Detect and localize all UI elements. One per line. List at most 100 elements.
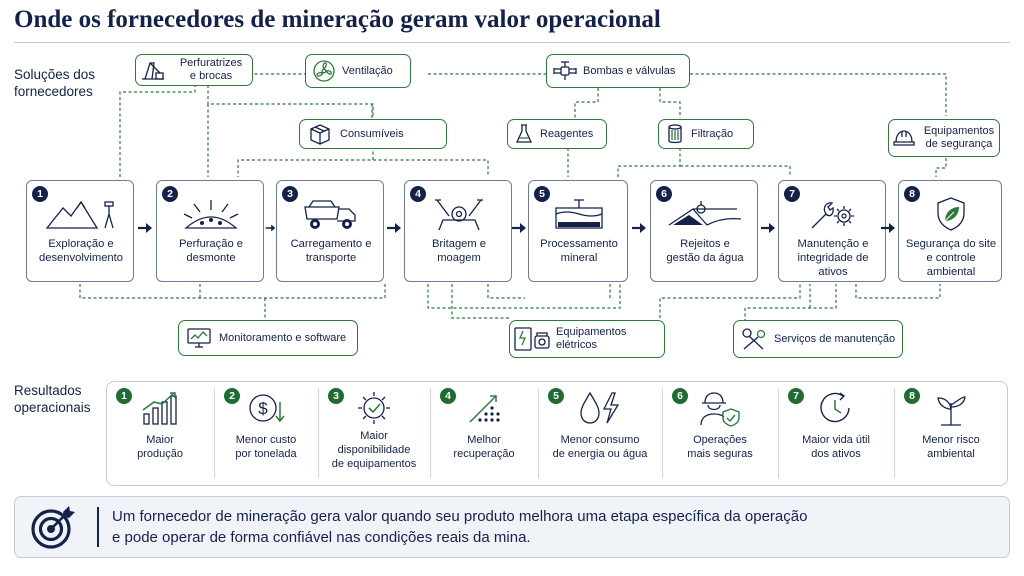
solution-label: Consumíveis <box>340 127 404 140</box>
stage-label-line: gestão da água <box>666 252 744 264</box>
message-divider <box>97 507 99 547</box>
stage-manutencao-e-integridade-de-ativos[interactable]: 7 Manutenção e integridade de ativos <box>778 180 886 282</box>
stage-label: Segurança do site e controle ambiental <box>899 237 1003 279</box>
outcomes-section-label: Resultados operacionais <box>14 382 91 416</box>
solution-consumiveis[interactable]: Consumíveis <box>299 119 447 149</box>
outcome-menor-custo-por-tonelada: 2 $ Menor custo por tonelada <box>214 381 318 486</box>
haul-truck-icon <box>277 195 385 233</box>
stage-number: 2 <box>162 186 178 202</box>
flow-arrow-icon <box>632 223 646 233</box>
outcome-maior-disponibilidade: 3 Maior disponibilidade de equipamentos <box>318 381 430 486</box>
stage-processamento-mineral[interactable]: 5 Processamento mineral <box>528 180 628 282</box>
flow-arrow-icon <box>387 223 401 233</box>
stage-britagem-e-moagem[interactable]: 4 Britagem e moagem <box>404 180 512 282</box>
stage-carregamento-e-transporte[interactable]: 3 Carregamento e transporte <box>276 180 384 282</box>
outcome-label: Operações mais seguras <box>662 433 778 461</box>
processing-tank-icon <box>529 195 629 233</box>
stage-label: Rejeitos e gestão da água <box>651 237 759 265</box>
solution-label: Bombas e válvulas <box>583 64 676 77</box>
outcome-divider <box>778 389 779 478</box>
outcome-divider <box>430 389 431 478</box>
outcome-label-line: Menor custo <box>235 434 297 446</box>
gear-check-icon <box>318 388 430 428</box>
outcome-label-line: por tonelada <box>235 448 297 460</box>
outcome-operacoes-mais-seguras: 6 Operações mais seguras <box>662 381 778 486</box>
outcome-label-line: de energia ou água <box>552 448 648 460</box>
shield-leaf-icon <box>899 195 1003 233</box>
solution-monitoramento-e-software[interactable]: Monitoramento e software <box>178 320 358 356</box>
solution-reagentes[interactable]: Reagentes <box>507 119 607 149</box>
outcome-divider <box>214 389 215 478</box>
outcome-number: 8 <box>904 388 920 404</box>
flow-arrow-icon <box>512 223 526 233</box>
outcome-label-line: Operações <box>693 434 747 446</box>
outcome-label-line: dos ativos <box>811 448 861 460</box>
outcome-number: 4 <box>440 388 456 404</box>
solution-label: Perfuratrizes e brocas <box>170 57 252 83</box>
stage-label-line: Manutenção e <box>797 238 869 250</box>
solution-equipamentos-de-seguranca[interactable]: Equipamentos de segurança <box>888 119 1000 157</box>
stage-number: 4 <box>410 186 426 202</box>
page-title: Onde os fornecedores de mineração geram … <box>14 6 661 33</box>
dotted-growth-icon <box>430 388 538 428</box>
solution-servicos-de-manutencao[interactable]: Serviços de manutenção <box>733 320 903 358</box>
solution-label-line: de segurança <box>925 138 993 150</box>
solution-ventilacao[interactable]: Ventilação <box>305 54 411 88</box>
outcome-label: Menor consumo de energia ou água <box>538 433 662 461</box>
solution-label: Equipamentos elétricos <box>556 326 627 351</box>
monitor-chart-icon <box>179 327 219 349</box>
flask-icon <box>508 123 540 145</box>
clock-icon <box>778 388 894 428</box>
svg-text:$: $ <box>258 399 268 418</box>
outcome-label: Melhor recuperação <box>430 433 538 461</box>
solution-perfuratrizes-e-brocas[interactable]: Perfuratrizes e brocas <box>135 54 253 86</box>
outcome-divider <box>662 389 663 478</box>
stage-label-line: mineral <box>560 252 598 264</box>
stage-label-line: e controle <box>926 252 976 264</box>
solution-filtracao[interactable]: Filtração <box>658 119 754 149</box>
outcome-maior-vida-util-dos-ativos: 7 Maior vida útil dos ativos <box>778 381 894 486</box>
blast-icon <box>157 195 265 233</box>
outcome-number: 2 <box>224 388 240 404</box>
stage-label-line: desmonte <box>186 252 236 264</box>
outcome-divider <box>894 389 895 478</box>
outcome-number: 3 <box>328 388 344 404</box>
solution-label: Reagentes <box>540 127 594 140</box>
dollar-down-icon: $ <box>214 388 318 428</box>
stage-number: 6 <box>656 186 672 202</box>
solutions-section-label: Soluções dos fornecedores <box>14 66 95 100</box>
stage-label-line: Segurança do site <box>905 238 997 250</box>
tailings-dam-icon <box>651 195 759 233</box>
stage-number: 8 <box>904 186 920 202</box>
solution-label: Monitoramento e software <box>219 331 347 344</box>
solution-equipamentos-eletricos[interactable]: Equipamentos elétricos <box>509 320 665 358</box>
solution-bombas-e-valvulas[interactable]: Bombas e válvulas <box>546 54 690 88</box>
worker-shield-icon <box>662 388 778 428</box>
outcome-label-line: Menor consumo <box>560 434 640 446</box>
box-icon <box>300 123 340 145</box>
stage-label: Britagem e moagem <box>405 237 513 265</box>
outcome-label: Maior produção <box>106 433 214 461</box>
stage-perfuracao-e-desmonte[interactable]: 2 Perfuração e desmonte <box>156 180 264 282</box>
solution-label-line: Equipamentos <box>923 125 995 137</box>
stage-label-line: Carregamento e <box>290 238 372 250</box>
crusher-icon <box>405 195 513 233</box>
outcome-maior-producao: 1 Maior produção <box>106 381 214 486</box>
stage-label-line: Rejeitos e <box>680 238 730 250</box>
stage-rejeitos-e-gestao-da-agua[interactable]: 6 Rejeitos e gestão da água <box>650 180 758 282</box>
stage-seguranca-do-site-e-controle-ambiental[interactable]: 8 Segurança do site e controle ambiental <box>898 180 1002 282</box>
stage-label: Processamento mineral <box>529 237 629 265</box>
bar-growth-icon <box>106 388 214 428</box>
solution-label: Filtração <box>691 127 734 140</box>
outcome-number: 1 <box>116 388 132 404</box>
drill-rig-icon <box>136 59 170 81</box>
electrical-panel-icon <box>510 326 556 352</box>
stage-exploracao-e-desenvolvimento[interactable]: 1 Exploração e desenvolvimento <box>26 180 134 282</box>
stage-label-line: moagem <box>437 252 481 264</box>
stage-label-line: ativos <box>818 266 848 278</box>
stage-label-line: ambiental <box>926 266 976 278</box>
stage-label-line: integridade de <box>797 252 869 264</box>
outcome-label-line: Menor risco <box>922 434 980 446</box>
outcome-number: 6 <box>672 388 688 404</box>
